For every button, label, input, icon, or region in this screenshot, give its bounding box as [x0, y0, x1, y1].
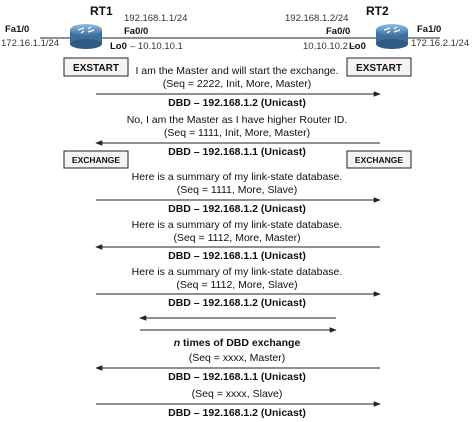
dbd-label: DBD – 192.168.1.2 (Unicast) [168, 407, 306, 419]
message-line: I am the Master and will start the excha… [135, 65, 338, 77]
dbd-label: DBD – 192.168.1.2 (Unicast) [168, 297, 306, 309]
state-label: EXSTART [73, 63, 119, 74]
rt1-name: RT1 [90, 4, 113, 18]
rt2-lo0-ip: 10.10.10.2 – [303, 41, 357, 52]
dbd-message: (Seq = xxxx, Master) DBD – 192.168.1.1 (… [95, 352, 380, 383]
message-seq: (Seq = 1112, More, Slave) [176, 279, 297, 291]
rt2-fa10-label: Fa1/0 [417, 24, 441, 35]
rt1-fa00-ip: 192.168.1.1/24 [124, 13, 187, 24]
dbd-label: DBD – 192.168.1.2 (Unicast) [168, 97, 306, 109]
rt2-exchange-box: EXCHANGE [346, 150, 412, 169]
rt2-lo0-label: Lo0 [349, 41, 366, 52]
dbd-message: No, I am the Master as I have higher Rou… [95, 114, 380, 158]
dbd-label: DBD – 192.168.1.1 (Unicast) [168, 371, 306, 383]
rt1-fa00-label: Fa0/0 [124, 26, 148, 37]
dbd-message: I am the Master and will start the excha… [96, 65, 381, 109]
state-label: EXCHANGE [72, 155, 121, 165]
rt2-fa10-ip: 172.16.2.1/24 [411, 38, 469, 49]
rt1-lo0-label: Lo0 [110, 41, 127, 52]
ntimes-label: n times of DBD exchange [174, 337, 301, 349]
dbd-message: Here is a summary of my link-state datab… [96, 266, 381, 309]
state-label: EXSTART [356, 63, 402, 74]
dbd-label: DBD – 192.168.1.2 (Unicast) [168, 203, 306, 215]
message-line: Here is a summary of my link-state datab… [132, 266, 343, 278]
message-seq: (Seq = 1112, More, Master) [173, 232, 300, 244]
router-icon [376, 24, 408, 49]
message-seq: (Seq = xxxx, Slave) [192, 388, 283, 400]
rt1-fa10-label: Fa1/0 [5, 24, 29, 35]
dbd-label: DBD – 192.168.1.1 (Unicast) [168, 146, 306, 158]
message-seq: (Seq = 2222, Init, More, Master) [163, 78, 312, 90]
rt2-fa00-ip: 192.168.1.2/24 [285, 13, 348, 24]
dbd-label: DBD – 192.168.1.1 (Unicast) [168, 250, 306, 262]
topology-header: RT1 RT2 Fa1/0 172.16.1.1/24 192.168.1.1/… [1, 4, 469, 52]
rt1-fa10-ip: 172.16.1.1/24 [1, 38, 59, 49]
dbd-message: Here is a summary of my link-state datab… [95, 219, 380, 262]
message-seq: (Seq = 1111, Init, More, Master) [164, 127, 310, 139]
ntimes-n: n [174, 337, 180, 349]
message-line: No, I am the Master as I have higher Rou… [127, 114, 348, 126]
message-line: Here is a summary of my link-state datab… [132, 171, 343, 183]
message-line: Here is a summary of my link-state datab… [132, 219, 343, 231]
rt1-exchange-box: EXCHANGE [63, 150, 129, 169]
rt1-exstart-box: EXSTART [63, 57, 129, 77]
dbd-message: Here is a summary of my link-state datab… [96, 171, 381, 215]
state-label: EXCHANGE [355, 155, 404, 165]
message-seq: (Seq = xxxx, Master) [189, 352, 286, 364]
rt1-lo0-ip: – 10.10.10.1 [130, 41, 183, 52]
ntimes-rest: times of DBD exchange [180, 337, 300, 349]
rt2-fa00-label: Fa0/0 [326, 26, 350, 37]
rt2-exstart-box: EXSTART [346, 57, 412, 77]
repeated-exchange: n times of DBD exchange [139, 315, 337, 349]
message-seq: (Seq = 1111, More, Slave) [177, 184, 298, 196]
dbd-message: (Seq = xxxx, Slave) DBD – 192.168.1.2 (U… [96, 388, 381, 419]
rt2-name: RT2 [366, 4, 389, 18]
router-icon [70, 24, 102, 49]
